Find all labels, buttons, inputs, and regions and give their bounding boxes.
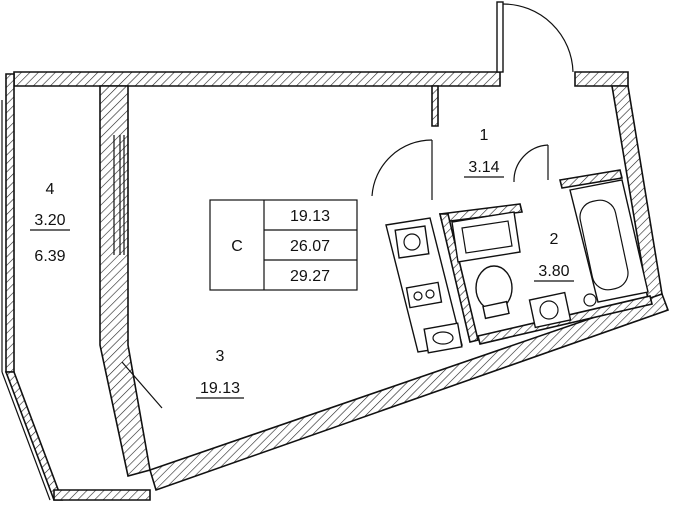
summary-living-area: 19.13 [290, 208, 330, 225]
summary-type: С [231, 238, 243, 255]
summary-total-with-loggia: 29.27 [290, 268, 330, 285]
room-3-label: 3 19.13 [196, 348, 244, 399]
washbasin-icon [539, 300, 559, 320]
wall-top-left [13, 71, 501, 87]
bathroom-door [513, 144, 549, 183]
burner-icon [413, 291, 423, 301]
wall-top-right [574, 71, 629, 87]
room-number: 2 [550, 231, 559, 248]
room-area-secondary: 6.39 [34, 248, 65, 265]
kitchen-counter [385, 217, 463, 354]
room-area: 3.80 [538, 263, 569, 280]
burner-icon [425, 289, 435, 299]
balcony-door [121, 361, 163, 409]
hall-door [371, 139, 433, 200]
room-area: 3.20 [34, 212, 65, 229]
wall-left-loggia [5, 73, 15, 373]
summary-table: С 19.13 26.07 29.27 [209, 199, 358, 291]
room-area: 19.13 [200, 380, 240, 397]
room-area: 3.14 [468, 159, 499, 176]
wall-loggia-partition [99, 85, 151, 477]
bathroom-fixtures [451, 179, 649, 329]
entrance-door [496, 1, 574, 73]
room-1-label: 1 3.14 [464, 127, 504, 178]
room-number: 4 [46, 181, 55, 198]
summary-total-area: 26.07 [290, 238, 330, 255]
sink-icon [432, 331, 454, 345]
wall-bath-right-top [559, 169, 623, 189]
room-2-label: 2 3.80 [534, 231, 574, 282]
wall-loggia-lower [4, 371, 64, 501]
room-number: 1 [480, 127, 489, 144]
room-4-label: 4 3.20 6.39 [30, 181, 70, 265]
window-loggia [113, 135, 125, 255]
room-number: 3 [216, 348, 225, 365]
window-loggia-outer [1, 100, 51, 501]
wall-bath-left [438, 213, 479, 343]
wall-bottom [149, 292, 670, 492]
walls [4, 71, 670, 501]
wall-loggia-bottom [53, 489, 151, 501]
fan-icon [403, 233, 421, 251]
wall-hall-stub [431, 85, 439, 127]
